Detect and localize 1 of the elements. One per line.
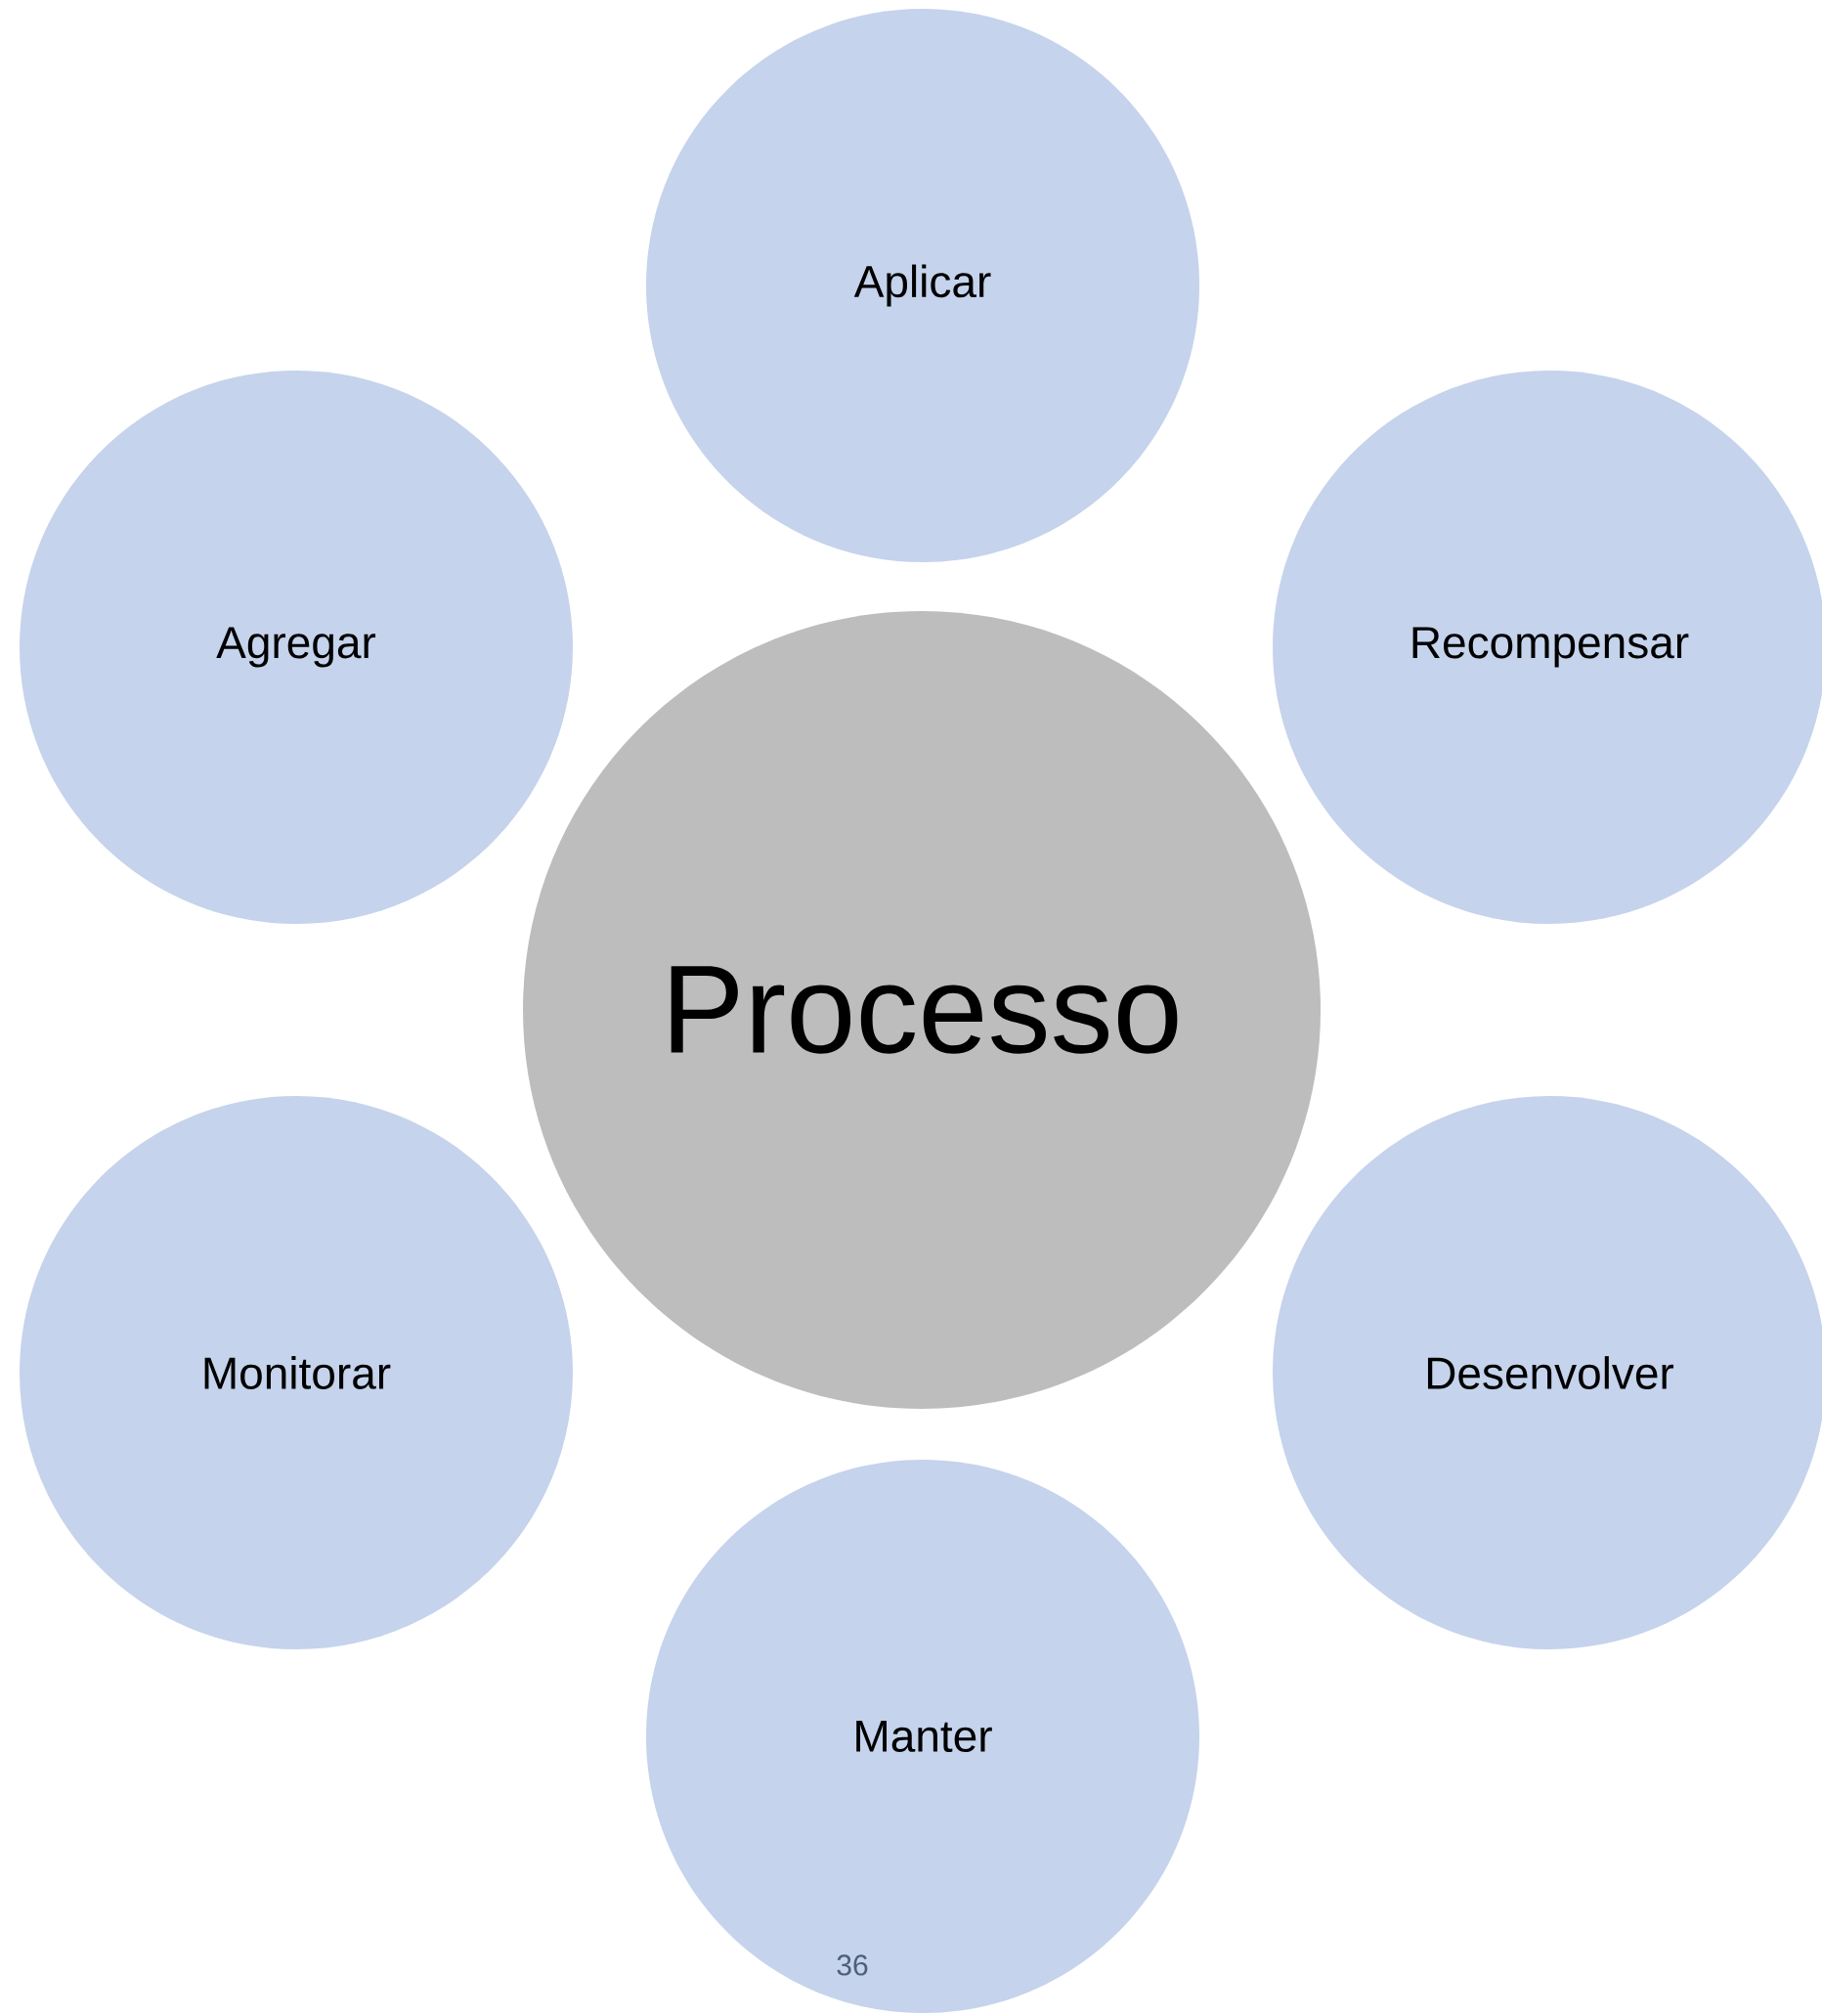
page-number: 36 [837,1954,868,1976]
